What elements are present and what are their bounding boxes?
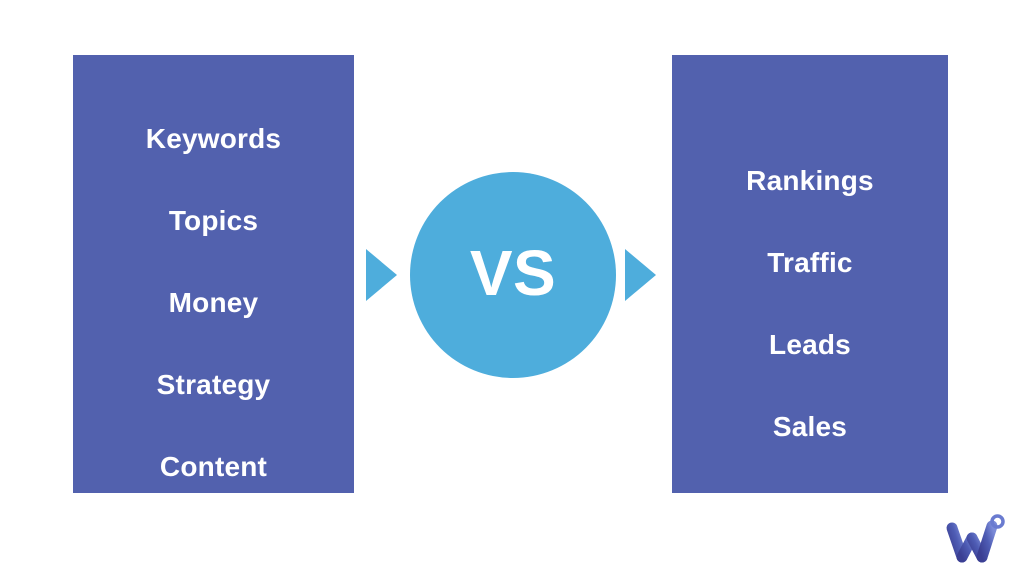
arrow-right-icon-right	[625, 249, 656, 301]
vs-circle: VS	[410, 172, 616, 378]
inputs-item-content: Content	[159, 451, 268, 482]
w-degree-logo-icon: W	[944, 512, 1006, 570]
inputs-item-money: Money	[168, 287, 259, 318]
outcomes-panel: Rankings Traffic Leads Sales	[672, 55, 948, 493]
outcomes-item-rankings: Rankings	[746, 165, 874, 196]
outcomes-item-sales: Sales	[772, 411, 848, 442]
outcomes-item-leads: Leads	[769, 329, 851, 360]
inputs-item-keywords: Keywords	[145, 123, 282, 154]
inputs-item-topics: Topics	[168, 205, 259, 236]
inputs-panel: Keywords Topics Money Strategy Content	[73, 55, 354, 493]
arrow-right-icon-left	[366, 249, 397, 301]
outcomes-item-traffic: Traffic	[767, 247, 853, 278]
vs-label: VS	[469, 237, 557, 309]
inputs-item-strategy: Strategy	[156, 369, 271, 400]
logo-alt-text: W	[1006, 512, 1007, 513]
